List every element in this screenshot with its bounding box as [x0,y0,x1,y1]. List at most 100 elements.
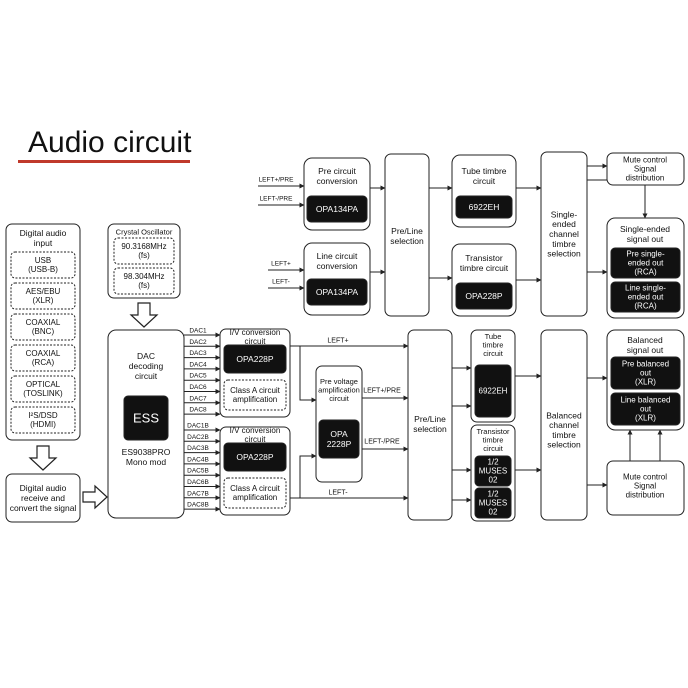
pre-voltage-label-line: circuit [329,394,350,403]
dac-output-label-top-0: DAC1 [189,328,207,335]
pre-circuit-chip-label: OPA134PA [316,204,359,214]
input-item-label-3-line: COAXIAL [26,349,61,358]
single-ended-out-heading-line: Single-ended [620,224,670,234]
pre-line-selection-lower [407,329,453,521]
balanced-out-item-0-label-line: out [640,369,652,378]
single-ended-out-item-1-label-line: (RCA) [634,302,657,311]
balanced-selection-label-line: selection [547,440,581,450]
input-item-2 [10,313,76,341]
dac-output-label-top-6: DAC7 [189,395,207,402]
dac-output-label-top-2: DAC3 [189,350,207,357]
dac-output-label-bottom-0: DAC1B [187,423,209,430]
input-item-label-0: USB(USB-B) [28,256,58,274]
single-ended-selection-label-line: channel [549,229,579,239]
crystal-oscillator-heading: Crystal Oscillator [116,228,173,237]
transistor-lower-label-line: Transistor [476,427,510,436]
receiver-label-line: Digital audio [20,483,67,493]
oscillator-item-1 [113,267,175,295]
title-underline [18,160,190,163]
dac-output-label-bottom-6: DAC7B [187,490,209,497]
balanced-selection-label-line: timbre [552,430,576,440]
dac-output-label-top-2-line: DAC3 [189,350,207,357]
pre-line-selection-lower-label-line: selection [413,424,447,434]
dac-output-label-top-5-line: DAC6 [189,384,207,391]
tube-upper-label-line: Tube timbre [461,166,506,176]
input-item-4 [10,375,76,403]
input-item-label-4-line: (TOSLINK) [23,389,63,398]
single-ended-out-item-0-label-line: ended out [628,259,664,268]
dac-output-label-bottom-5: DAC6B [187,479,209,486]
dac-output-label-top-3: DAC4 [189,361,207,368]
dac-output-label-bottom-2-line: DAC3B [187,445,209,452]
tube-upper-chip-label: 6922EH [469,202,500,212]
input-item-label-4-line: OPTICAL [26,380,61,389]
single-ended-out-item-0 [610,247,681,279]
tube-lower-chip [474,364,512,418]
pre-voltage-chip-label-line: OPA [330,429,348,439]
input-item-label-3-line: (RCA) [32,358,55,367]
single-ended-out-item-1 [610,281,681,313]
iv-conversion-label-top-line: circuit [245,337,267,346]
dac-output-label-top-7: DAC8 [189,407,207,414]
ess-chip-label-line: ESS [133,411,159,426]
iv-conversion-label-top-line: I/V conversion [230,328,281,337]
class-a-box-bottom [223,477,287,509]
transistor-upper-label-line: timbre circuit [460,263,509,273]
balanced-out-item-0-label-line: Pre balanced [622,359,669,368]
receiver-box [5,473,81,523]
single-ended-out-item-1-label-line: ended out [628,293,664,302]
dac-output-label-bottom-3-line: DAC4B [187,456,209,463]
ess-chip [123,395,169,441]
pre-line-selection-upper [384,153,430,317]
single-ended-selection-label-line: Single- [551,209,578,219]
pre-circuit-label-line: conversion [316,176,357,186]
transistor-upper-chip [455,282,513,310]
mute-control-upper-label-line: distribution [626,174,665,183]
dac-label-line: decoding [129,361,164,371]
single-ended-selection-label-line: timbre [552,239,576,249]
mute-control-upper-label-line: Mute control [623,155,667,164]
balanced-out-item-0-label-line: (XLR) [635,378,656,387]
left-minus-label: LEFT- [328,490,348,497]
upper-left-plus-pre-label-line: LEFT+/PRE [259,177,295,184]
pre-circuit-label-line: Pre circuit [318,166,356,176]
input-item-0 [10,251,76,279]
pre-voltage-label-line: Pre voltage [320,377,358,386]
balanced-out-item-1-label-line: (XLR) [635,414,656,423]
balanced-selection-label-line: channel [549,420,579,430]
pre-voltage-chip [318,419,360,459]
input-item-label-0-line: (USB-B) [28,265,58,274]
oscillator-item-label-0-line: 90.3168MHz [121,242,166,251]
oscillator-to-dac-arrow [129,302,159,328]
muses-chip-0-label-line: 02 [489,476,498,485]
dac-output-label-bottom-4: DAC5B [187,468,209,475]
tube-lower-chip-label-line: 6922EH [479,387,508,396]
input-item-label-5-line: I²S/DSD [28,411,58,420]
dac-output-label-bottom-4-line: DAC5B [187,468,209,475]
class-a-label-top-line: amplification [233,395,277,404]
mute-control-lower-label-line: Mute control [623,472,667,481]
input-to-receiver-arrow [28,445,58,471]
muses-chip-0-label-line: 1/2 [487,457,499,466]
muses-chip-0 [474,455,512,487]
line-circuit-chip [306,278,368,306]
single-ended-out-item-0-label: Pre single-ended out(RCA) [626,249,665,276]
iv-opa-chip-top-label: OPA228P [236,354,274,364]
class-a-label-top-line: Class A circuit [230,386,281,395]
dac-output-label-bottom-3: DAC4B [187,456,209,463]
input-item-label-5-line: (HDMI) [30,420,56,429]
balanced-out-heading-line: signal out [627,345,664,355]
dac-output-label-bottom-6-line: DAC7B [187,490,209,497]
